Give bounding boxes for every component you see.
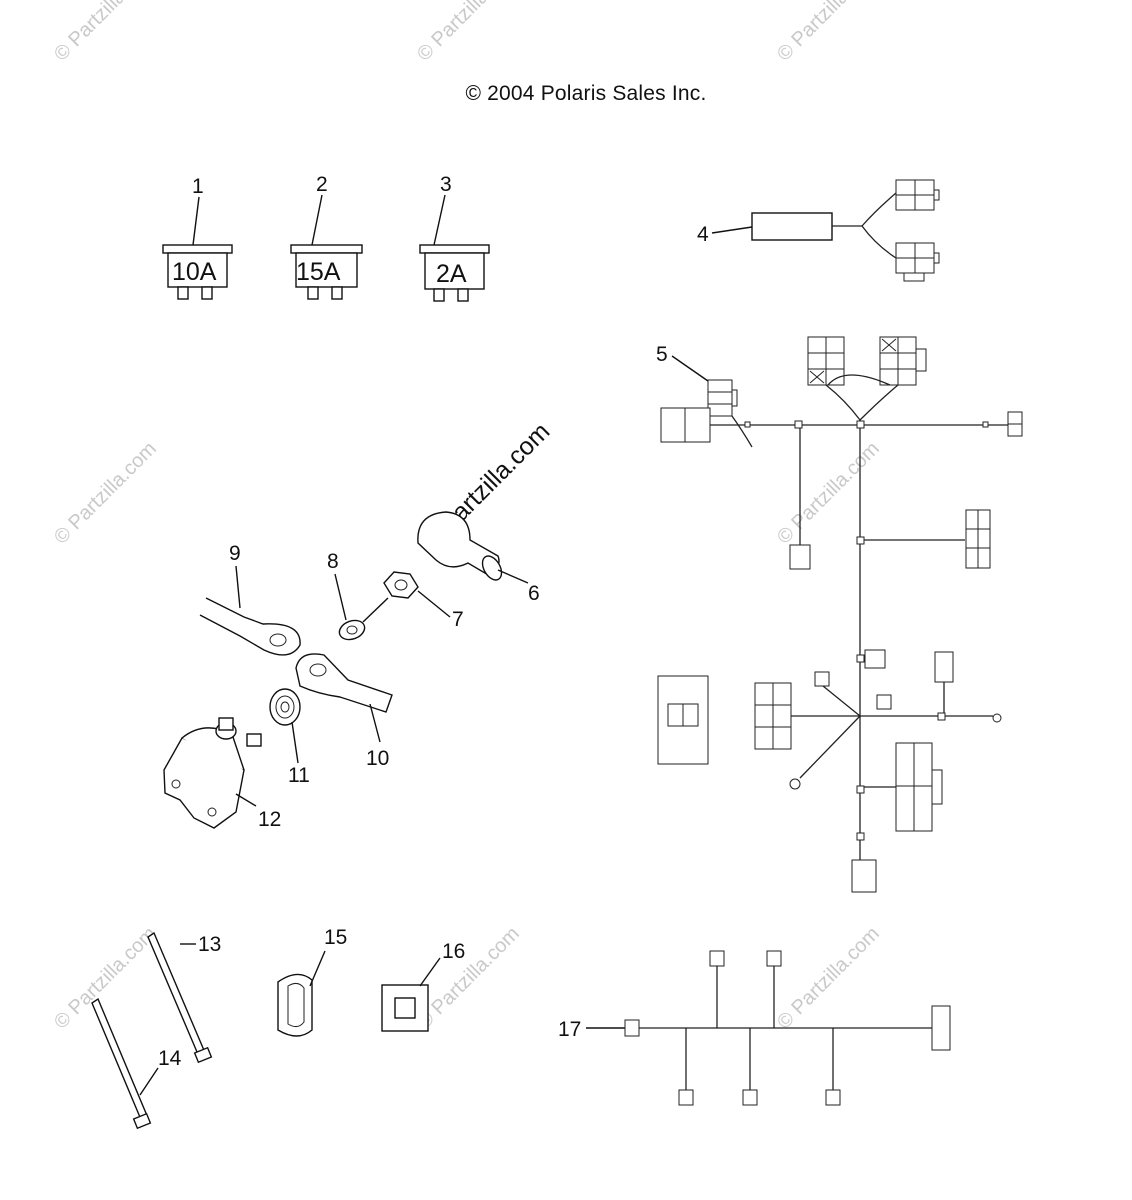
pad-item-16: 16 [381, 940, 465, 1032]
callout-8: 8 [327, 550, 339, 573]
fuse-rating: 2A [436, 260, 467, 288]
watermark: © Partzilla.com [50, 438, 161, 549]
wire-harness-item-4: 4 [697, 179, 940, 282]
callout-9: 9 [229, 542, 241, 565]
callout-5: 5 [656, 343, 668, 366]
hex-nut-item-7: 7 [383, 571, 464, 631]
callout-10: 10 [366, 747, 389, 770]
wire-harness-item-17: 17 [558, 950, 951, 1106]
callout-15: 15 [324, 926, 347, 949]
watermark: © Partzilla.com [413, 923, 524, 1034]
watermark: © Partzilla.com [773, 923, 884, 1034]
callout-12: 12 [258, 808, 281, 831]
callout-7: 7 [452, 608, 464, 631]
callout-17: 17 [558, 1018, 581, 1041]
callout-13: 13 [198, 933, 221, 956]
watermark: © Partzilla.com [773, 438, 884, 549]
fuse-rating: 15A [296, 258, 341, 286]
fuse-10a: 1 10A [162, 175, 233, 300]
fuse-rating: 10A [172, 258, 217, 286]
watermark: © Partzilla.com [773, 0, 884, 66]
star-washer-item-11: 11 [269, 688, 310, 787]
cable-tie-item-14: 14 [91, 997, 182, 1130]
watermark: © Partzilla.com [413, 0, 524, 66]
callout-16: 16 [442, 940, 465, 963]
callout-1: 1 [192, 175, 204, 198]
callout-14: 14 [158, 1047, 182, 1070]
callout-2: 2 [316, 173, 328, 196]
washer-item-8: 8 [327, 550, 389, 641]
terminal-boot-item-6: 6 [417, 511, 540, 605]
callout-11: 11 [288, 764, 310, 787]
watermark-layer: © Partzilla.com © Partzilla.com © Partzi… [50, 0, 884, 1034]
cable-item-9: 9 [199, 542, 301, 656]
copyright-notice: © 2004 Polaris Sales Inc. [465, 82, 707, 105]
solenoid-item-12: 12 [163, 717, 281, 831]
callout-6: 6 [528, 582, 540, 605]
grommet-item-15: 15 [277, 926, 347, 1037]
cable-item-10: 10 [295, 653, 393, 770]
fuse-2a: 3 2A [419, 173, 490, 302]
callout-4: 4 [697, 223, 709, 246]
fuse-15a: 2 15A [290, 173, 363, 300]
main-wire-harness-item-5: 5 [656, 336, 1023, 893]
watermark: © Partzilla.com [50, 0, 161, 66]
callout-3: 3 [440, 173, 452, 196]
cable-tie-item-13: 13 [147, 931, 221, 1064]
